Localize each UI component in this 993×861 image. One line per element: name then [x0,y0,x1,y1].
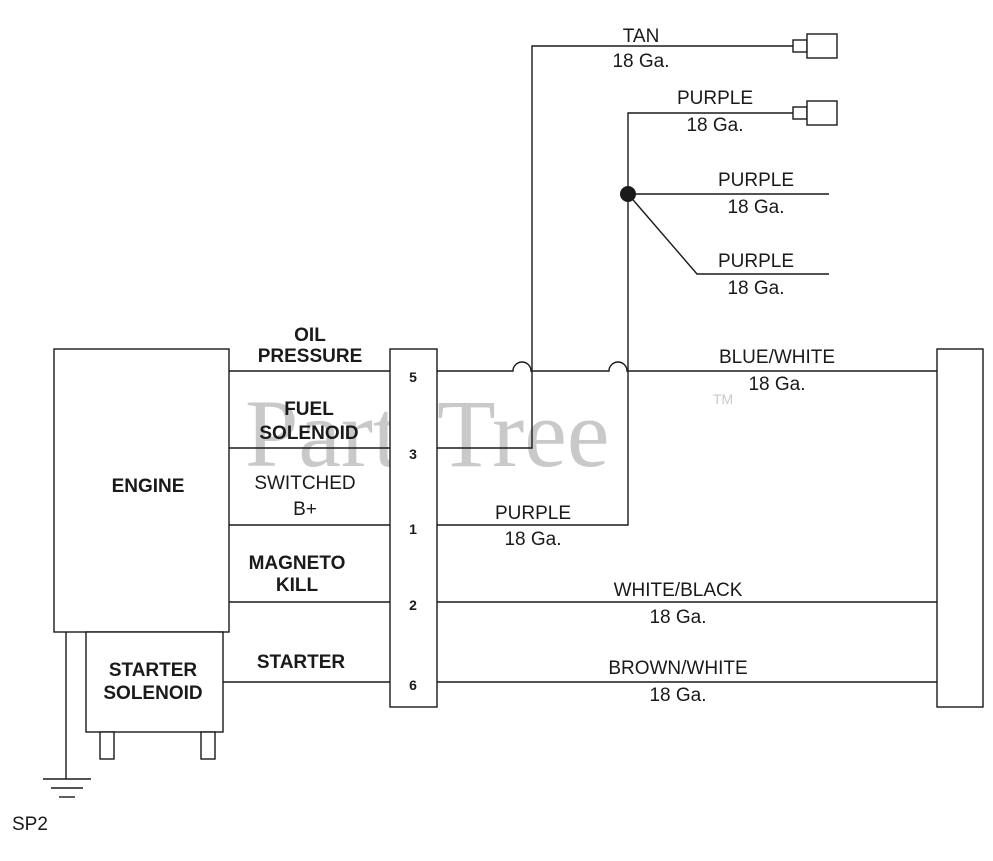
wire-tan-gauge: 18 Ga. [612,51,669,72]
wire-purple-trunk [437,112,793,526]
wire-purple-pin1-color: PURPLE [495,503,571,524]
starter-solenoid-post-left [99,731,115,760]
starter-solenoid-post-right [200,731,216,760]
wire-purple-branch-1-gauge: 18 Ga. [727,197,784,218]
connector-pin-2: 2 [409,597,417,613]
terminal-oil-pressure-line2: PRESSURE [258,346,363,367]
terminal-switched-b-line1: SWITCHED [254,473,355,494]
wire-purple-branch-2 [627,193,829,275]
wire-blue-white-gauge: 18 Ga. [748,374,805,395]
wire-brown-white-color: BROWN/WHITE [608,658,747,679]
terminal-oil-pressure-line1: OIL [294,325,326,346]
purple-connector-icon [806,100,838,126]
terminal-magneto-kill-line2: KILL [276,575,319,596]
tan-connector-icon [806,33,838,59]
wire-tan [437,45,793,449]
harness-block [936,348,984,708]
terminal-starter: STARTER [257,652,346,673]
engine-block [53,348,230,633]
wire-purple-top-gauge: 18 Ga. [686,115,743,136]
connector-pin-3: 3 [409,446,417,462]
terminal-magneto-kill-line1: MAGNETO [249,553,346,574]
wire-purple-pin1-gauge: 18 Ga. [504,529,561,550]
watermark-trademark: TM [713,391,733,407]
wire-white-black-color: WHITE/BLACK [614,580,743,601]
terminal-switched-b-line2: B+ [293,499,317,520]
starter-solenoid-label-line2: SOLENOID [103,683,202,704]
wire-white-black-gauge: 18 Ga. [649,607,706,628]
wire-tan-color: TAN [623,26,660,47]
starter-solenoid-block [85,631,224,733]
wire-blue-white-color: BLUE/WHITE [719,347,835,368]
connector-pin-1: 1 [409,521,417,537]
connector-block [389,348,438,708]
wire-brown-white-gauge: 18 Ga. [649,685,706,706]
engine-label: ENGINE [112,476,185,497]
terminal-fuel-solenoid-line2: SOLENOID [259,423,358,444]
connector-pin-6: 6 [409,677,417,693]
diagram-id: SP2 [12,814,48,835]
starter-solenoid-label-line1: STARTER [109,660,198,681]
wire-purple-branch-2-gauge: 18 Ga. [727,278,784,299]
wire-purple-branch-1-color: PURPLE [718,170,794,191]
wire-purple-branch-2-color: PURPLE [718,251,794,272]
purple-connector-neck [792,106,808,120]
wire-purple-top-color: PURPLE [677,88,753,109]
terminal-fuel-solenoid-line1: FUEL [284,399,334,420]
connector-pin-5: 5 [409,369,417,385]
tan-connector-neck [792,39,808,53]
wire-blue-white [437,361,937,372]
